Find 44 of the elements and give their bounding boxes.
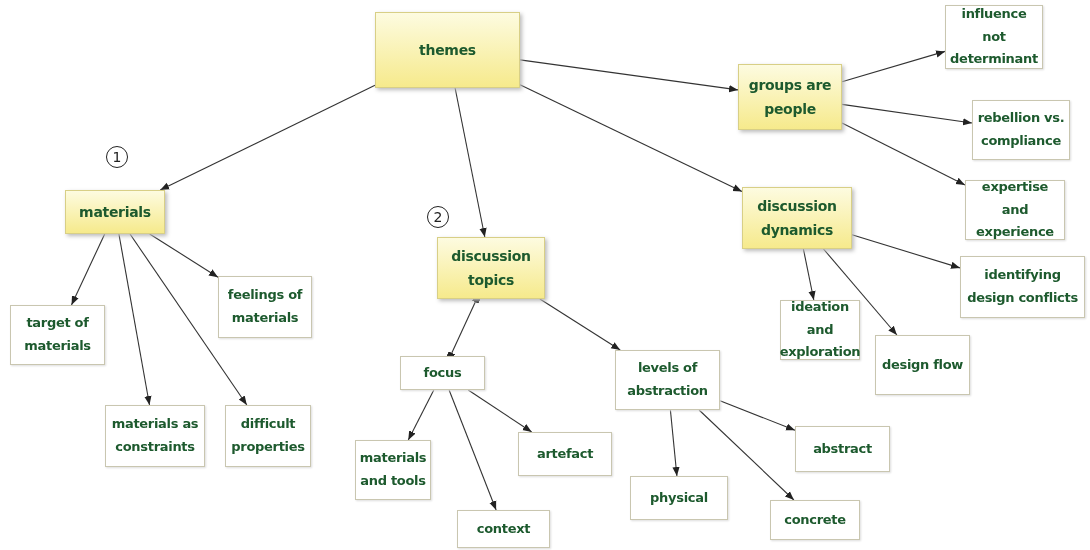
concept-box: materials and tools [355, 440, 431, 500]
arrow [719, 400, 796, 431]
arrow [129, 233, 248, 406]
arrow [454, 87, 487, 238]
theme-note: materials [65, 190, 165, 234]
arrow [448, 389, 497, 511]
arrow [841, 50, 946, 83]
concept-box: levels of abstraction [615, 350, 720, 410]
arrow [669, 409, 680, 477]
concept-box: context [457, 510, 550, 548]
arrow [851, 234, 961, 269]
concept-box: concrete [770, 500, 860, 540]
arrow [519, 59, 739, 93]
arrow [841, 103, 973, 126]
concept-box: target of materials [10, 305, 105, 365]
theme-note: themes [375, 12, 520, 88]
concept-box: expertise and experience [965, 180, 1065, 240]
arrow [407, 389, 435, 441]
arrow [70, 233, 106, 306]
theme-note: groups are people [738, 64, 842, 130]
theme-note: discussion topics [437, 237, 545, 299]
concept-box: feelings of materials [218, 276, 312, 338]
concept-box: design flow [875, 335, 970, 395]
concept-box: rebellion vs. compliance [972, 100, 1070, 160]
theme-note: discussion dynamics [742, 187, 852, 249]
arrow [841, 122, 966, 186]
arrow [149, 233, 219, 278]
arrow [539, 298, 621, 351]
concept-box: identifying design conflicts [960, 256, 1085, 318]
arrow [802, 248, 816, 301]
arrow [118, 233, 152, 406]
arrow [519, 84, 743, 193]
concept-box: physical [630, 476, 728, 520]
arrow [698, 409, 795, 501]
concept-box: focus [400, 356, 485, 390]
concept-box: abstract [795, 426, 890, 472]
concept-box: materials as constraints [105, 405, 205, 467]
arrow [159, 84, 376, 191]
concept-box: influence not determinant [945, 5, 1043, 69]
arrow [822, 248, 898, 336]
concept-box: ideation and exploration [780, 300, 860, 360]
arrow [467, 389, 533, 433]
concept-box: difficult properties [225, 405, 311, 467]
concept-box: artefact [518, 432, 612, 476]
